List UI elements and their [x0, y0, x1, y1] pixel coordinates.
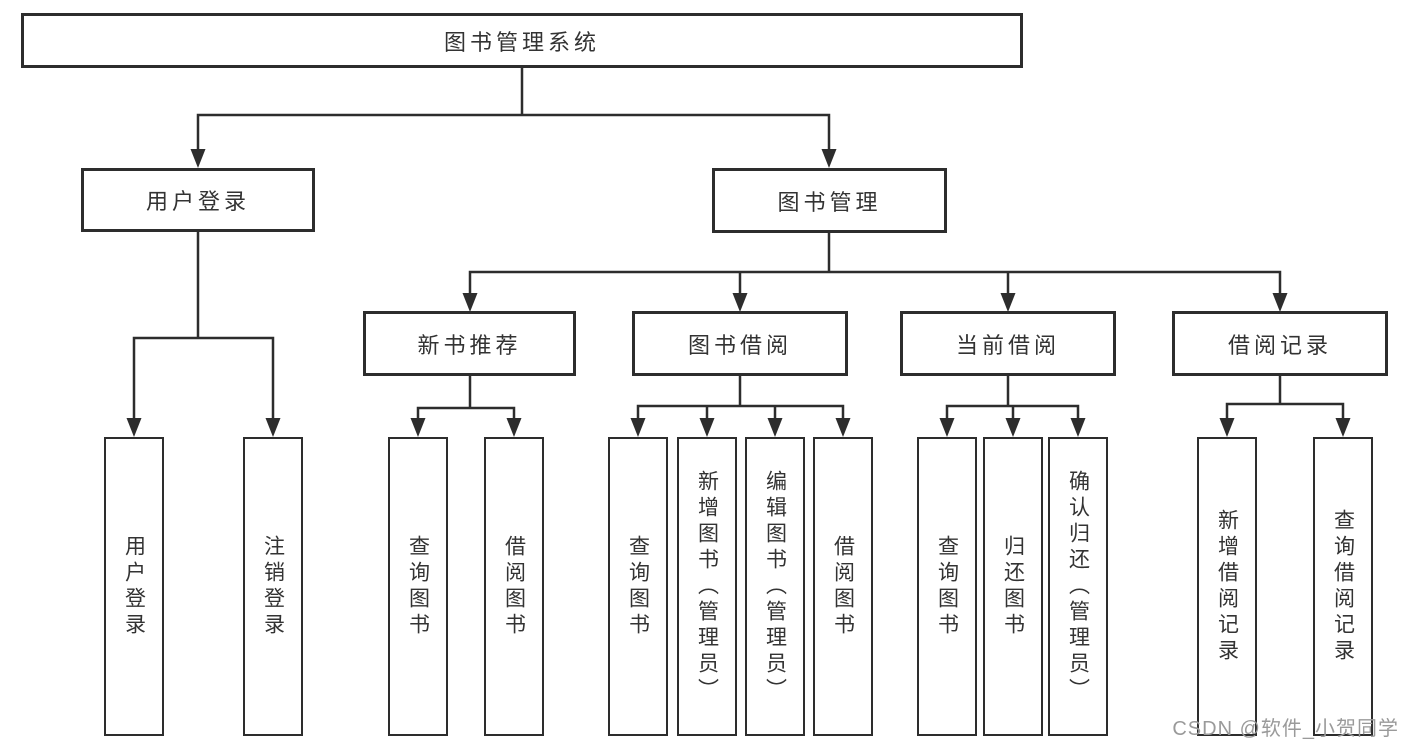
- leaf-add-borrow-record: 新增借阅记录: [1197, 437, 1257, 736]
- arrowhead-icons: [126, 149, 1351, 437]
- arrow-down-icon: [410, 418, 426, 437]
- node-book-borrow: 图书借阅: [632, 311, 848, 376]
- node-book-borrow-label: 图书借阅: [687, 332, 792, 358]
- leaf-user-login: 用户登录: [104, 437, 164, 736]
- leaf-borrow-query-books: 查询图书: [608, 437, 668, 736]
- node-current-borrow-label: 当前借阅: [955, 332, 1060, 358]
- watermark: CSDN @软件_小贺同学: [1172, 718, 1399, 740]
- leaf-query-borrow-record-label: 查询借阅记录: [1331, 508, 1355, 665]
- connector-bookmgmt-level3: [468, 231, 1282, 298]
- arrow-down-icon: [462, 293, 478, 312]
- arrow-down-icon: [1070, 418, 1086, 437]
- leaf-current-query-books: 查询图书: [917, 437, 977, 736]
- arrow-down-icon: [1005, 418, 1021, 437]
- node-current-borrow: 当前借阅: [900, 311, 1116, 376]
- leaf-return-books-label: 归还图书: [1001, 534, 1025, 639]
- leaf-newbook-borrow-books-label: 借阅图书: [502, 534, 526, 639]
- leaf-borrow-query-books-label: 查询图书: [626, 534, 650, 639]
- arrow-down-icon: [939, 418, 955, 437]
- node-library-system: 图书管理系统: [21, 13, 1023, 68]
- arrow-down-icon: [1000, 293, 1016, 312]
- leaf-add-books-admin: 新增图书（管理员）: [677, 437, 737, 736]
- leaf-edit-books-admin: 编辑图书（管理员）: [745, 437, 805, 736]
- leaf-borrow-books: 借阅图书: [813, 437, 873, 736]
- leaf-query-borrow-record: 查询借阅记录: [1313, 437, 1373, 736]
- arrow-down-icon: [630, 418, 646, 437]
- connector-newbook-leaves: [416, 374, 516, 423]
- node-borrow-records: 借阅记录: [1172, 311, 1388, 376]
- leaf-logout: 注销登录: [243, 437, 303, 736]
- arrow-down-icon: [1272, 293, 1288, 312]
- leaf-edit-books-admin-label: 编辑图书（管理员）: [763, 469, 787, 704]
- connector-bookborrow-leaves: [636, 374, 845, 423]
- connector-root-level2: [196, 66, 831, 154]
- node-book-management-label: 图书管理: [777, 189, 882, 215]
- arrow-down-icon: [126, 418, 142, 437]
- leaf-current-query-books-label: 查询图书: [935, 534, 959, 639]
- arrow-down-icon: [190, 149, 206, 168]
- node-borrow-records-label: 借阅记录: [1227, 332, 1332, 358]
- arrow-down-icon: [1335, 418, 1351, 437]
- arrow-down-icon: [265, 418, 281, 437]
- node-new-book-recommend: 新书推荐: [363, 311, 576, 376]
- arrow-down-icon: [506, 418, 522, 437]
- leaf-return-books: 归还图书: [983, 437, 1043, 736]
- node-library-system-label: 图书管理系统: [443, 29, 600, 55]
- node-book-management: 图书管理: [712, 168, 947, 233]
- node-user-login: 用户登录: [81, 168, 315, 232]
- leaf-newbook-borrow-books: 借阅图书: [484, 437, 544, 736]
- connector-records-leaves: [1225, 374, 1345, 423]
- arrow-down-icon: [699, 418, 715, 437]
- leaf-newbook-query-books-label: 查询图书: [406, 534, 430, 639]
- arrow-down-icon: [732, 293, 748, 312]
- connector-userlogin-leaves: [132, 230, 275, 423]
- leaf-add-borrow-record-label: 新增借阅记录: [1215, 508, 1239, 665]
- arrow-down-icon: [767, 418, 783, 437]
- leaf-confirm-return-admin: 确认归还（管理员）: [1048, 437, 1108, 736]
- leaf-newbook-query-books: 查询图书: [388, 437, 448, 736]
- leaf-add-books-admin-label: 新增图书（管理员）: [695, 469, 719, 704]
- node-new-book-recommend-label: 新书推荐: [417, 332, 522, 358]
- node-user-login-label: 用户登录: [145, 189, 250, 214]
- leaf-borrow-books-label: 借阅图书: [831, 534, 855, 639]
- leaf-logout-label: 注销登录: [261, 534, 285, 639]
- connector-currentborrow-leaves: [945, 374, 1080, 423]
- arrow-down-icon: [1219, 418, 1235, 437]
- arrow-down-icon: [835, 418, 851, 437]
- arrow-down-icon: [821, 149, 837, 168]
- leaf-confirm-return-admin-label: 确认归还（管理员）: [1066, 469, 1090, 704]
- leaf-user-login-label: 用户登录: [122, 534, 146, 639]
